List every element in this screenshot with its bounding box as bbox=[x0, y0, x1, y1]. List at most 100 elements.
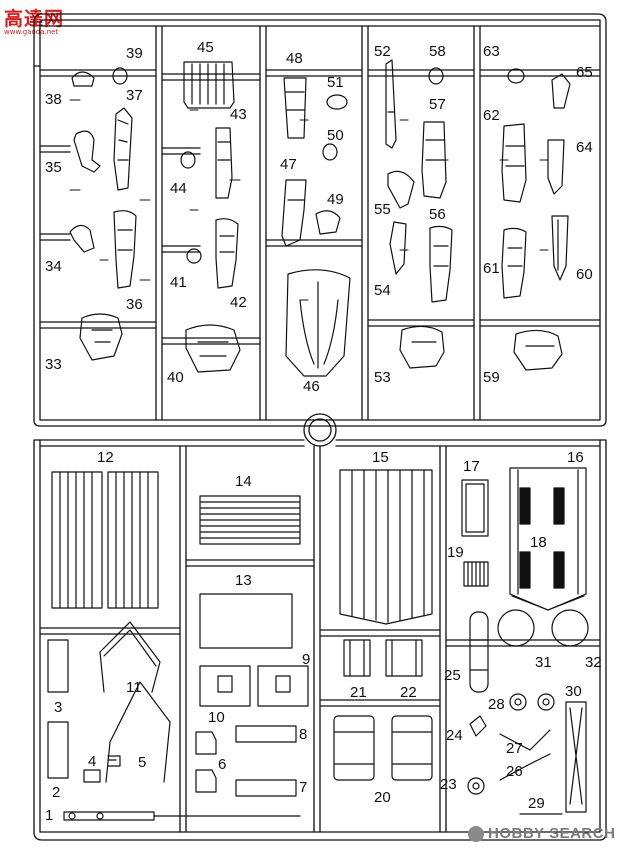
part-30-shape bbox=[565, 701, 587, 813]
part-27-shape bbox=[499, 729, 551, 751]
part-label-9: 9 bbox=[302, 651, 310, 668]
part-21-shape bbox=[343, 639, 371, 677]
part-label-48: 48 bbox=[286, 50, 303, 67]
part-63-shape bbox=[507, 68, 525, 84]
part-label-3: 3 bbox=[54, 699, 62, 716]
part-label-50: 50 bbox=[327, 127, 344, 144]
part-label-32: 32 bbox=[585, 654, 602, 671]
part-65-shape bbox=[551, 73, 571, 109]
part-label-56: 56 bbox=[429, 206, 446, 223]
part-33-shape bbox=[79, 313, 123, 361]
part-label-1: 1 bbox=[45, 807, 53, 824]
part-49-shape bbox=[315, 210, 341, 235]
part-39-shape bbox=[112, 67, 128, 85]
part-24-shape bbox=[469, 715, 487, 737]
part-label-26: 26 bbox=[506, 763, 523, 780]
part-59-shape bbox=[513, 329, 563, 371]
part-17-shape bbox=[461, 479, 489, 537]
part-label-44: 44 bbox=[170, 180, 187, 197]
part-15-shape bbox=[339, 469, 433, 625]
part-label-61: 61 bbox=[483, 260, 500, 277]
part-5-shape bbox=[107, 755, 121, 767]
part-label-5: 5 bbox=[138, 754, 146, 771]
part-46-shape bbox=[285, 269, 351, 377]
part-43-shape bbox=[215, 127, 233, 199]
part-label-37: 37 bbox=[126, 87, 143, 104]
watermark-logo: HOBBY SEARCH bbox=[468, 824, 620, 846]
part-8-shape bbox=[235, 725, 297, 743]
part-10-shape bbox=[199, 665, 251, 707]
part-35-shape bbox=[73, 130, 101, 173]
part-label-6: 6 bbox=[218, 756, 226, 773]
part-label-65: 65 bbox=[576, 64, 593, 81]
part-61-shape bbox=[501, 227, 527, 299]
part-64-shape bbox=[547, 139, 565, 195]
part-34-shape bbox=[69, 224, 95, 253]
part-label-64: 64 bbox=[576, 139, 593, 156]
part-label-59: 59 bbox=[483, 369, 500, 386]
part-label-40: 40 bbox=[167, 369, 184, 386]
part-label-2: 2 bbox=[52, 784, 60, 801]
watermark-text: HOBBY SEARCH bbox=[488, 825, 616, 842]
part-label-43: 43 bbox=[230, 106, 247, 123]
part-51-shape bbox=[326, 94, 348, 110]
part-47-shape bbox=[281, 179, 307, 247]
part-20-shape bbox=[333, 715, 375, 781]
part-label-14: 14 bbox=[235, 473, 252, 490]
part-37-shape bbox=[113, 107, 133, 191]
part-label-46: 46 bbox=[303, 378, 320, 395]
part-label-57: 57 bbox=[429, 96, 446, 113]
part-label-58: 58 bbox=[429, 43, 446, 60]
part-53-shape bbox=[399, 325, 445, 369]
part-label-29: 29 bbox=[528, 795, 545, 812]
part-label-28: 28 bbox=[488, 696, 505, 713]
part-41-shape bbox=[186, 248, 202, 264]
part-28-shape bbox=[509, 693, 527, 711]
part-label-12: 12 bbox=[97, 449, 114, 466]
part-38-shape bbox=[71, 71, 95, 87]
part-label-35: 35 bbox=[45, 159, 62, 176]
part-40-shape bbox=[185, 324, 241, 373]
part-label-52: 52 bbox=[374, 43, 391, 60]
part-label-15: 15 bbox=[372, 449, 389, 466]
part-32-shape bbox=[551, 609, 589, 647]
part-label-39: 39 bbox=[126, 45, 143, 62]
part-48-shape bbox=[283, 77, 307, 139]
part-36-shape bbox=[113, 210, 137, 289]
part-label-54: 54 bbox=[374, 282, 391, 299]
part-7-shape bbox=[235, 779, 297, 797]
part-label-4: 4 bbox=[88, 753, 96, 770]
part-label-23: 23 bbox=[440, 776, 457, 793]
part-label-8: 8 bbox=[299, 726, 307, 743]
part-6-shape bbox=[195, 731, 217, 793]
part-label-33: 33 bbox=[45, 356, 62, 373]
part-22-shape bbox=[385, 639, 423, 677]
part-label-7: 7 bbox=[299, 779, 307, 796]
part-label-16: 16 bbox=[567, 449, 584, 466]
part-52-shape bbox=[385, 59, 397, 149]
part-11-shape bbox=[99, 621, 171, 783]
part-label-19: 19 bbox=[447, 544, 464, 561]
part-4-shape bbox=[83, 769, 101, 783]
part-label-63: 63 bbox=[483, 43, 500, 60]
part-label-55: 55 bbox=[374, 201, 391, 218]
watermark-icon bbox=[468, 826, 484, 842]
figure-parts bbox=[69, 59, 571, 377]
part-label-53: 53 bbox=[374, 369, 391, 386]
part-55-shape bbox=[387, 170, 415, 209]
part-label-38: 38 bbox=[45, 91, 62, 108]
part-3-shape bbox=[47, 639, 69, 693]
part-2-shape bbox=[47, 721, 69, 779]
part-label-51: 51 bbox=[327, 74, 344, 91]
part-13-shape bbox=[199, 593, 293, 649]
part-25-shape bbox=[469, 611, 489, 693]
part-label-42: 42 bbox=[230, 294, 247, 311]
part-56-shape bbox=[429, 225, 453, 303]
part-label-36: 36 bbox=[126, 296, 143, 313]
part-label-22: 22 bbox=[400, 684, 417, 701]
part-label-45: 45 bbox=[197, 39, 214, 56]
part-23-shape bbox=[467, 777, 485, 795]
part-54-shape bbox=[389, 221, 407, 275]
part-12-shape bbox=[51, 471, 103, 609]
